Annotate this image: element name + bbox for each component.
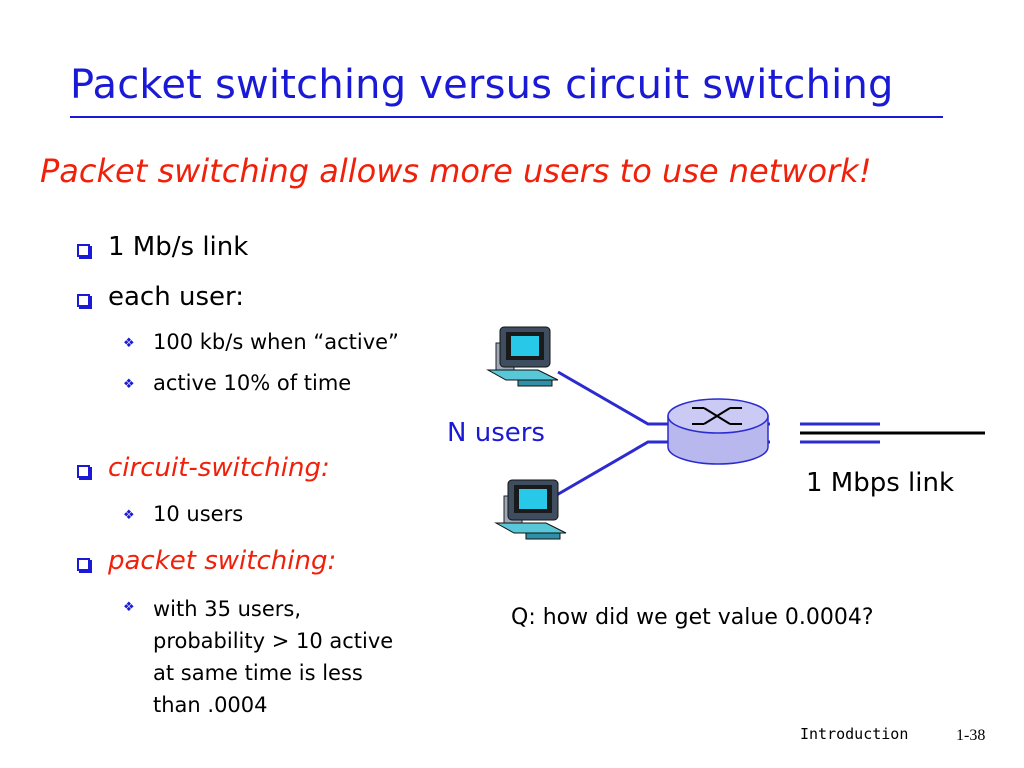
square-bullet-icon — [77, 244, 90, 257]
diamond-bullet-icon: ❖ — [123, 508, 135, 523]
packet-detail-line: than .0004 — [153, 693, 268, 717]
bullet-active-pct: active 10% of time — [153, 371, 352, 395]
upper-computer-icon — [486, 326, 559, 387]
n-users-label: N users — [447, 418, 545, 448]
question-text: Q: how did we get value 0.0004? — [511, 605, 874, 630]
packet-detail-line: at same time is less — [153, 661, 363, 685]
diamond-bullet-icon: ❖ — [123, 377, 135, 392]
footer-page-number: 1-38 — [956, 727, 986, 744]
diamond-bullet-icon: ❖ — [123, 336, 135, 351]
bullet-each-user: each user: — [108, 282, 244, 312]
bullet-link: 1 Mb/s link — [108, 232, 249, 262]
bullet-ten-users: 10 users — [153, 502, 244, 526]
footer-section: Introduction — [800, 725, 909, 743]
bullet-packet-switching: packet switching: — [108, 546, 337, 576]
square-bullet-icon — [77, 294, 90, 307]
bullet-active-rate: 100 kb/s when “active” — [153, 330, 399, 354]
packet-detail-line: probability > 10 active — [153, 629, 394, 653]
packet-detail-line: with 35 users, — [153, 597, 302, 621]
slide-title: Packet switching versus circuit switchin… — [70, 62, 894, 108]
router-icon — [667, 398, 769, 465]
diamond-bullet-icon: ❖ — [123, 600, 135, 615]
link-label: 1 Mbps link — [806, 468, 955, 498]
square-bullet-icon — [77, 558, 90, 571]
lower-computer-icon — [494, 479, 567, 540]
square-bullet-icon — [77, 465, 90, 478]
title-underline — [70, 116, 943, 118]
slide-subtitle: Packet switching allows more users to us… — [40, 152, 872, 190]
bullet-circuit-switching: circuit-switching: — [108, 453, 330, 483]
bullet-packet-detail: with 35 users, probability > 10 active a… — [153, 593, 393, 721]
